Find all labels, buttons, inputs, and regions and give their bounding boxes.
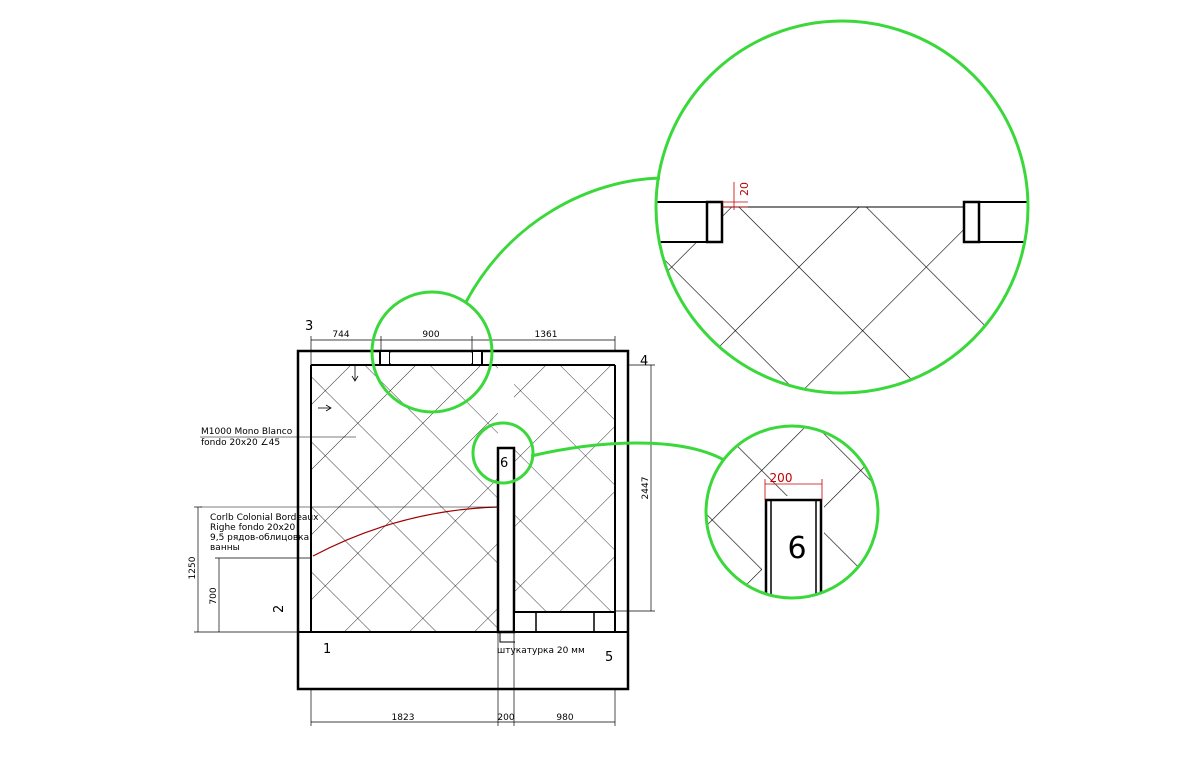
marker-2: 2 — [272, 605, 287, 613]
tile-b-line3: 9,5 рядов-облицовка — [210, 533, 309, 543]
marker-4: 4 — [640, 354, 648, 369]
tile-b-line2: Righe fondo 20x20 — [210, 523, 296, 533]
highlight-circle-post — [471, 421, 535, 485]
dim-right: 2447 — [641, 477, 651, 500]
dim-top-3: 1361 — [535, 330, 558, 340]
connector-post — [530, 441, 725, 462]
zoom-circle-large — [654, 19, 1030, 395]
tile-a-line1: M1000 Mono Blanco — [201, 427, 293, 437]
bath-step — [513, 611, 616, 633]
main-plan — [200, 349, 630, 691]
door-post-left — [379, 350, 391, 366]
dim-bottom-2: 200 — [497, 713, 514, 723]
zoom-door-post-left — [705, 200, 724, 244]
dim-bottom-3: 980 — [556, 713, 573, 723]
zoom-post-dim: 200 — [770, 471, 793, 485]
tiled-area-right — [514, 365, 615, 612]
bath-step-inner — [535, 611, 595, 633]
dim-left-inner: 700 — [209, 587, 219, 604]
marker-6-zoom: 6 — [787, 531, 806, 566]
plaster-note: штукатурка 20 мм — [497, 646, 585, 656]
zoom-detail-door: 20 — [654, 19, 1030, 395]
dim-top-1: 744 — [332, 330, 349, 340]
marker-3: 3 — [305, 319, 313, 334]
marker-1: 1 — [323, 642, 331, 657]
tile-a-line2: fondo 20x20 ∠45 — [201, 438, 280, 448]
bath-outline-curve — [312, 506, 499, 557]
zoom-detail-post: 200 6 — [704, 424, 880, 600]
partition-post — [496, 446, 516, 634]
dim-bottom-1: 1823 — [392, 713, 415, 723]
outer-wall — [296, 349, 630, 691]
connector-door — [464, 176, 661, 303]
zoom-door-post-right — [962, 200, 981, 244]
dimension-lines — [194, 336, 655, 726]
door-post-right — [471, 350, 483, 366]
marker-6: 6 — [500, 456, 508, 471]
tile-b-line1: Corlb Colonial Bordeaux — [210, 513, 319, 523]
zoom-gap-dim: 20 — [738, 182, 751, 196]
dim-left-outer: 1250 — [188, 556, 198, 579]
tile-b-line4: ванны — [210, 543, 240, 553]
marker-5: 5 — [605, 650, 613, 665]
tiled-area-left — [311, 365, 498, 632]
zoom-circle-small — [704, 424, 880, 600]
zoom-partition-post — [764, 498, 823, 598]
dim-top-2: 900 — [422, 330, 439, 340]
highlight-circle-door — [370, 290, 494, 414]
